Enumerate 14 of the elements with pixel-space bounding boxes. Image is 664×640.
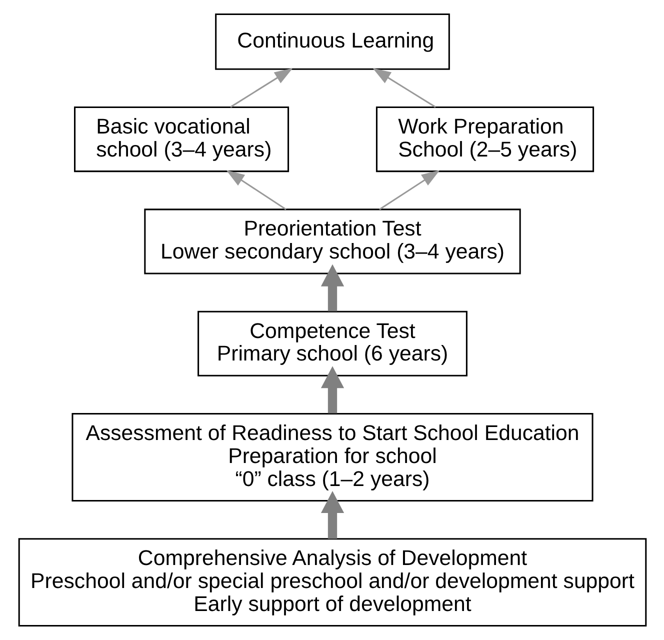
- arrow: [320, 264, 344, 312]
- arrow: [378, 170, 440, 210]
- node-box: Comprehensive Analysis of Development Preschool and/or special preschool and/or development support Early support of development: [18, 538, 646, 627]
- node-box: Basic vocational school (3–4 years): [74, 106, 289, 172]
- node-box: Competence Test Primary school (6 years): [197, 310, 467, 376]
- node-box: Work Preparation School (2–5 years): [375, 106, 594, 172]
- arrow: [372, 68, 436, 108]
- arrow: [226, 170, 286, 210]
- arrow: [230, 68, 292, 108]
- arrow: [320, 366, 344, 414]
- arrow: [320, 491, 344, 539]
- node-box: Assessment of Readiness to Start School Education Preparation for school “0” class (1–2 years): [71, 413, 593, 502]
- node-box: Preorientation Test Lower secondary school (3–4 years): [144, 208, 520, 274]
- node-box: Continuous Learning: [214, 13, 450, 70]
